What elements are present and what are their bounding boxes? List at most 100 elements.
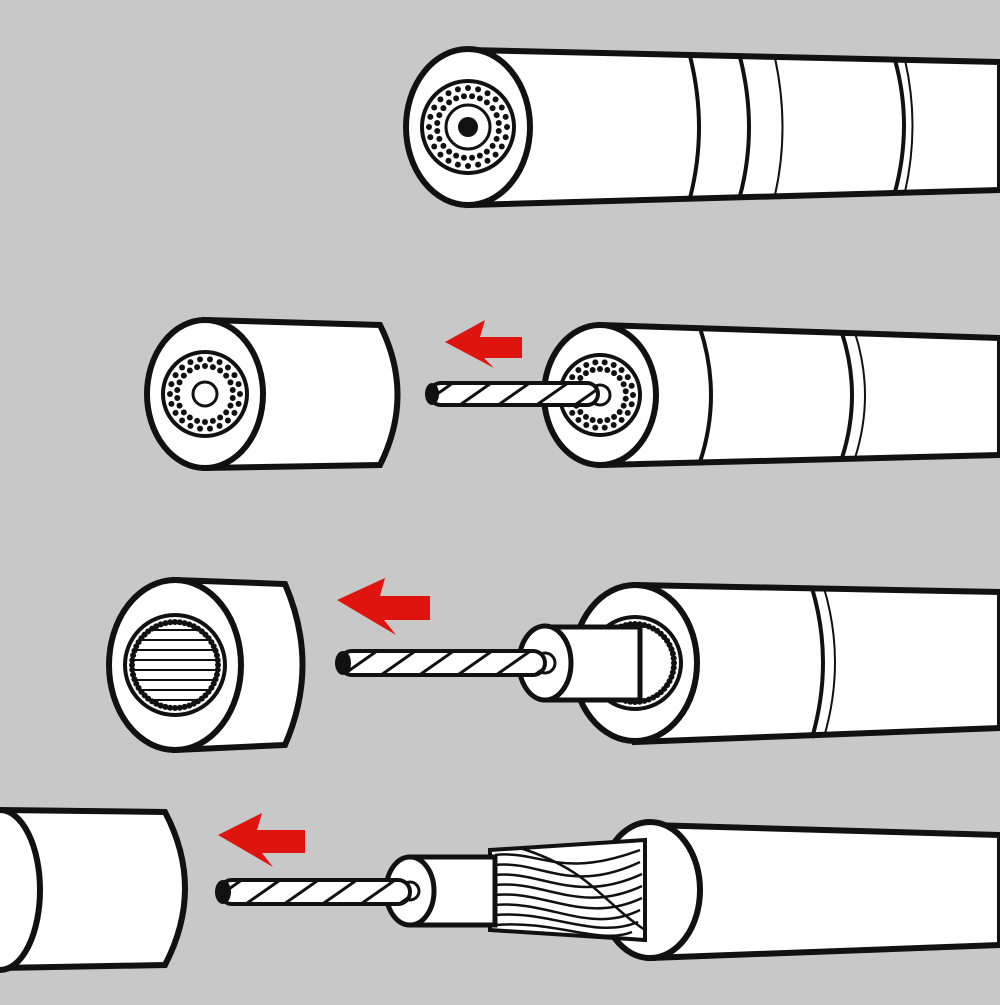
- braid-dot: [202, 419, 208, 425]
- braid-dot: [176, 704, 183, 711]
- braid-dot: [483, 148, 490, 155]
- braid-dot: [622, 388, 629, 395]
- braid-dot: [437, 151, 444, 158]
- braid-dot: [168, 381, 175, 388]
- braid-dot: [131, 676, 138, 683]
- braid-dot: [668, 673, 675, 680]
- braid-dot: [498, 104, 505, 111]
- braid-dot: [641, 622, 648, 629]
- braid-dot: [460, 93, 467, 100]
- braid-dot: [630, 392, 636, 398]
- braid-dot: [202, 692, 209, 699]
- braid-dot: [475, 161, 482, 168]
- braid-dot: [446, 99, 453, 106]
- braid-dot: [460, 154, 467, 161]
- braid-dot: [440, 142, 447, 149]
- braid-dot: [620, 402, 627, 409]
- braid-dot: [194, 364, 201, 371]
- shield-ring: [420, 79, 516, 175]
- braid-dot: [129, 666, 136, 673]
- braid-dot: [174, 387, 181, 394]
- braid-dot: [610, 422, 617, 429]
- braid-dot: [176, 379, 183, 386]
- braid-dot: [592, 359, 599, 366]
- braid-dot: [582, 370, 589, 377]
- step-3-stripped-jacket-piece: [106, 576, 306, 754]
- braid-dot: [440, 105, 447, 112]
- braid-dot: [583, 422, 590, 429]
- braid-dot: [224, 364, 231, 371]
- braid-dot: [495, 128, 502, 135]
- braid-dot: [628, 401, 635, 408]
- braid-dot: [162, 703, 169, 710]
- braid-dot: [618, 416, 625, 423]
- braid-dot: [569, 374, 576, 381]
- step-4-shield-braid: [488, 837, 647, 943]
- braid-dot: [235, 381, 242, 388]
- shield-braid-dots: [129, 619, 221, 711]
- braid-dot: [174, 394, 181, 401]
- braid-dot: [187, 359, 194, 366]
- braid-dot: [434, 119, 441, 126]
- dielectric-strands: [134, 629, 216, 701]
- braid-dot: [611, 370, 618, 377]
- braid-dot: [202, 363, 208, 369]
- braid-dot: [489, 105, 496, 112]
- braid-dot: [129, 657, 136, 664]
- braid-dot: [215, 662, 221, 668]
- braid-dot: [213, 652, 220, 659]
- braid-dot: [431, 104, 438, 111]
- braid-dot: [611, 413, 618, 420]
- braid-dot: [202, 631, 209, 638]
- braid-dot: [427, 113, 434, 120]
- braid-dot: [141, 631, 148, 638]
- braid-dot: [223, 409, 230, 416]
- braid-dot: [130, 671, 137, 678]
- braid-dot: [616, 374, 623, 381]
- braid-dot: [650, 694, 657, 701]
- braid-dot: [597, 366, 603, 372]
- braid-dot: [484, 157, 491, 164]
- braid-dot: [168, 400, 175, 407]
- braid-dot: [172, 372, 179, 379]
- braid-dot: [197, 425, 204, 432]
- braid-dot: [569, 409, 576, 416]
- braid-dot: [454, 86, 461, 93]
- braid-dot: [213, 671, 220, 678]
- braid-dot: [624, 409, 631, 416]
- braid-dot: [237, 391, 243, 397]
- braid-dot: [186, 621, 193, 628]
- step-4-stripped-jacket-piece: [0, 806, 188, 973]
- braid-dot: [223, 372, 230, 379]
- braid-dot: [434, 128, 441, 135]
- braid-dot: [187, 422, 194, 429]
- braid-dot: [186, 367, 193, 374]
- braid-dot: [622, 395, 629, 402]
- braid-dot: [235, 400, 242, 407]
- braid-dot: [176, 619, 183, 626]
- braid-dot: [469, 154, 476, 161]
- braid-dot: [179, 417, 186, 424]
- braid-dot: [212, 676, 219, 683]
- shield-braid-dots: [167, 356, 243, 432]
- step-2-stripped-jacket-piece: [144, 316, 401, 472]
- braid-dot: [227, 402, 234, 409]
- braid-dot: [180, 409, 187, 416]
- braid-dot: [224, 417, 231, 424]
- braid-dot: [575, 416, 582, 423]
- braid-dot: [495, 119, 502, 126]
- braid-dot: [453, 152, 460, 159]
- braid-dot: [493, 112, 500, 119]
- braid-dot: [216, 359, 223, 366]
- braid-dot: [664, 682, 671, 689]
- braid-dot: [209, 417, 216, 424]
- braid-dot: [577, 409, 584, 416]
- braid-dot: [427, 134, 434, 141]
- braid-dot: [604, 416, 611, 423]
- braid-dot: [465, 163, 471, 169]
- braid-dot: [670, 664, 677, 671]
- braid-dot: [436, 112, 443, 119]
- braid-dot: [167, 391, 173, 397]
- braid-dot: [577, 374, 584, 381]
- braid-dot: [214, 657, 221, 664]
